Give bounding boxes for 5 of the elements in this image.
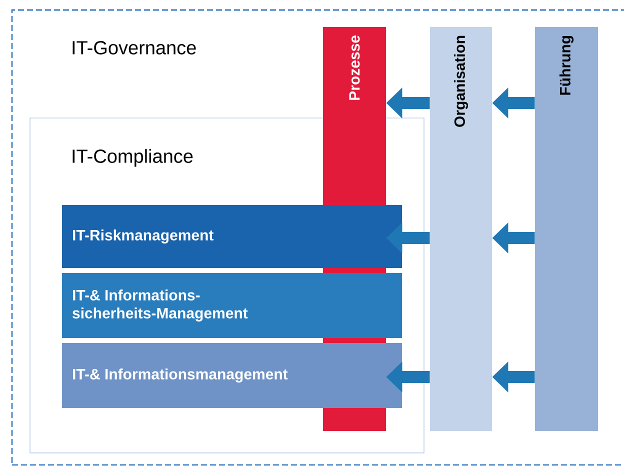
pillar-bar: Führung <box>535 27 598 431</box>
process-bar: IT-& Informationsmanagement <box>62 342 402 408</box>
process-bar: IT-Riskmanagement <box>62 205 402 268</box>
process-bar: IT-& Informations- sicherheits-Management <box>62 273 402 338</box>
pillar-bar: Organisation <box>430 27 492 431</box>
